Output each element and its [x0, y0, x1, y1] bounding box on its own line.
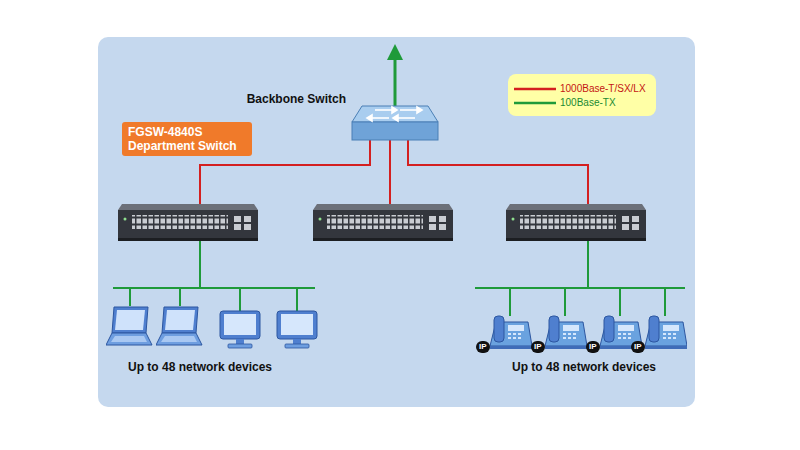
ip-badge: IP — [531, 341, 545, 353]
switch-name: Backbone Switch — [247, 92, 346, 106]
backbone-switch: Backbone Switch — [352, 106, 438, 140]
ip-badge: IP — [476, 341, 490, 353]
legend-line-sample — [514, 102, 556, 105]
monitor-icon — [277, 311, 317, 348]
monitor-icon — [220, 311, 260, 348]
legend-text: 100Base-TX — [560, 97, 616, 109]
ip-phone-icon — [490, 316, 532, 349]
ip-phone-icon — [645, 316, 687, 349]
device-count-note: Up to 48 network devices — [512, 360, 656, 374]
backbone-switch-icon — [352, 106, 438, 140]
tag-text: FGSW-4840S Department Switch — [128, 125, 246, 153]
ip-phone-icon — [545, 316, 587, 349]
department-switch — [118, 204, 258, 241]
department-switch-tag: FGSW-4840S Department Switch — [122, 122, 252, 156]
laptop-icon — [106, 307, 152, 345]
background-panel — [98, 37, 695, 407]
device-count-note: Up to 48 network devices — [128, 360, 272, 374]
legend-box — [508, 74, 656, 116]
ip-badge: IP — [586, 341, 600, 353]
legend-text: 1000Base-T/SX/LX — [560, 83, 646, 95]
laptop-icon — [156, 307, 202, 345]
department-switch — [313, 204, 453, 241]
ip-badge: IP — [631, 341, 645, 353]
department-switch — [506, 204, 646, 241]
gigabit-links — [200, 140, 588, 207]
uplink-arrow — [387, 44, 403, 106]
fast-ethernet-links — [113, 240, 685, 316]
legend-line-sample — [514, 88, 556, 91]
